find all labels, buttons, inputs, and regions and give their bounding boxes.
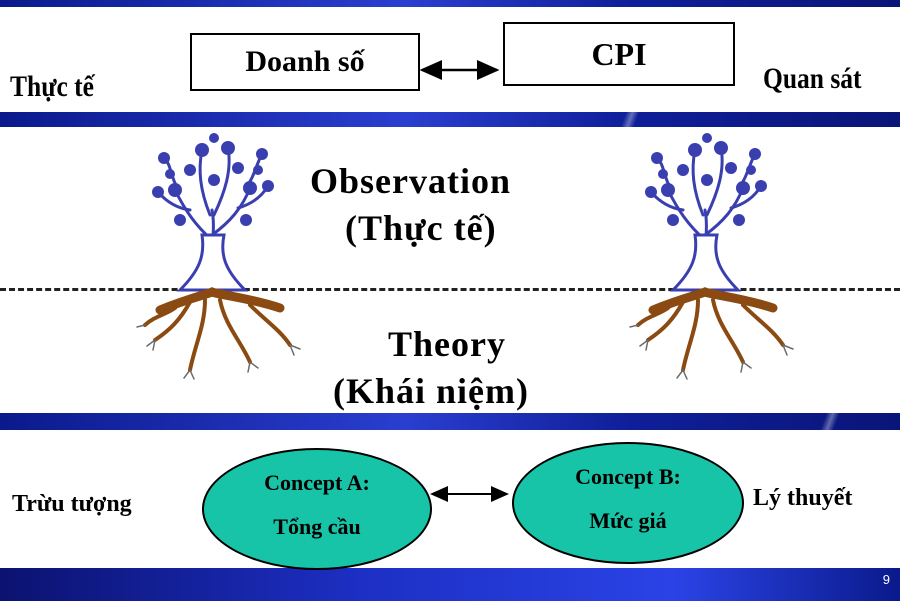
theoretical-label: Lý thuyết (753, 485, 853, 511)
concept-b-title: Concept B: (575, 464, 681, 489)
right-tree-icon (630, 133, 793, 379)
middle-band (0, 112, 900, 127)
concept-b-ellipse: Concept B: Mức giá (512, 442, 744, 564)
top-band (0, 0, 900, 7)
ground-divider (0, 288, 900, 291)
sales-box-label: Doanh số (245, 45, 365, 78)
theory-subtitle: (Khái niệm) (333, 371, 529, 411)
observation-subtitle: (Thực tế) (345, 208, 497, 248)
reality-label: Thực tế (10, 70, 95, 103)
slide-number: 9 (882, 572, 890, 587)
observed-label: Quan sát (763, 62, 862, 95)
footer-band: 9 (0, 568, 900, 601)
left-tree-icon (137, 133, 300, 379)
concept-a-subtitle: Tổng cầu (273, 514, 361, 539)
concept-b-subtitle: Mức giá (589, 508, 667, 533)
cpi-box: CPI (503, 22, 735, 86)
lower-band (0, 413, 900, 430)
observation-title: Observation (310, 161, 512, 201)
concept-a-title: Concept A: (264, 470, 370, 495)
concept-a-ellipse: Concept A: Tổng cầu (202, 448, 432, 570)
theory-title: Theory (388, 324, 506, 364)
sales-box: Doanh số (190, 33, 420, 91)
cpi-box-label: CPI (591, 35, 647, 72)
abstract-label: Trừu tượng (12, 491, 132, 517)
